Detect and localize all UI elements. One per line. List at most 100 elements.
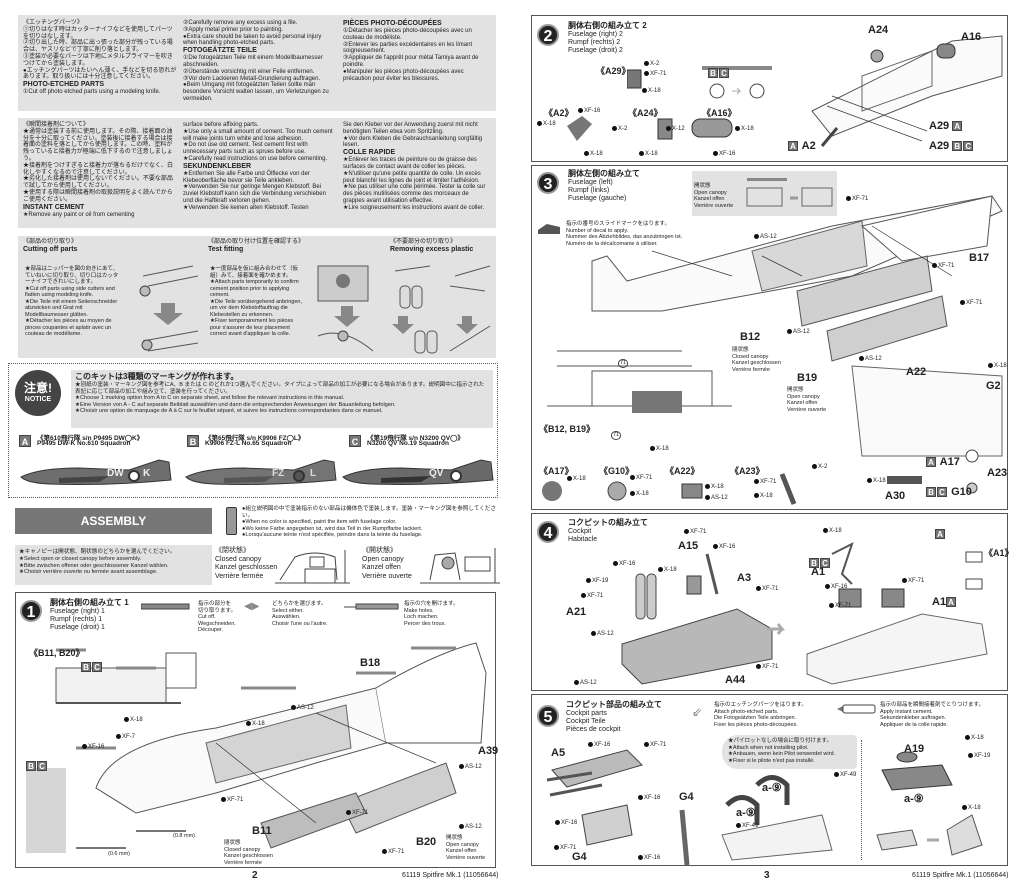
paint-label: XF-71 [684,529,706,535]
text-line: ★接着剤をつけすぎると接着力が落ちるだけでなく、白化しやすくなるので注意してくだ… [23,162,174,176]
text-line: ③Vor dem Lackieren Metall-Grundierung au… [183,75,321,82]
text-line: ★Attach when not installing pilot. [728,744,809,751]
notice-badge: 注意! NOTICE [15,370,61,416]
text-line: ★一度部品を仮に組み合わせて（仮組）みて、接着面を確かめます。 [210,266,299,279]
text-line: surface before affixing parts. [183,122,259,128]
text-line: ★Enlever les traces de peinture ou de gr… [343,157,477,170]
text-line: Cockpit parts [566,710,607,717]
text-line: ★Attach parts temporarily to confirm cem… [210,279,299,298]
photo-etched-en-1: ①Cut off photo etched parts using a mode… [23,89,161,96]
part-label: A44 [725,674,746,686]
text-line: ★Verwenden Sie nur geringe Mengen Klebst… [183,184,326,204]
text-line: ★Fixer temporairement les pièces pour s'… [210,318,294,337]
text-line: ★Cut off parts using side cutters and fl… [25,285,115,299]
fitting-title: Test fitting [208,245,244,253]
part-label: B17 [969,252,990,264]
option-letter-badge: C [963,141,974,151]
cutting-jp-title: 《部品の切り取り》 [23,239,78,245]
text-line: ★パイロットなしの場合に取り付けます。 [728,738,832,744]
text-block: ★Entfernen Sie alle Farbe und Ölflecke v… [183,171,336,212]
text-line: 胴体右側の組み立て 2 [568,21,647,30]
text-block: ①Détacher les pièces photo-découpées ave… [343,28,491,82]
text-line: Verrière ouverte [694,202,734,209]
text-line: Verrière ouverte [787,406,827,413]
part-label: B20 [416,836,437,848]
photo-etched-fr: PIÈCES PHOTO-DÉCOUPÉES ①Détacher les piè… [343,20,491,82]
paint-label: X-18 [735,126,754,132]
paint-label: X-18 [962,805,981,811]
text-line: Numéro de la décalcomanie à utiliser. [566,240,658,247]
text-line: Rumpf (links) [568,187,610,194]
notice-badge-jp: 注意! [24,381,52,395]
step-number: 5 [537,705,559,727]
part-label: A29 [929,120,950,132]
paint-label: AS-12 [859,356,882,362]
text-line: Habitacle [568,536,598,543]
text-line: ●Extra care should be taken to avoid per… [183,33,322,47]
text-line: ●Manipuler les pièces photo-découpées av… [343,68,464,82]
text-line: ②切り出した時、部品に出っ張った部分が残っている場合は、ヤスリなどで丁寧に削り落… [23,40,173,54]
paint-label: XF-16 [578,108,600,114]
option-badge-a: A [935,524,946,542]
text-line: ★Eine Version von A - C auf separate Bei… [75,401,396,408]
text-line: Open canopy [362,555,404,563]
text-line: ★劣化した接着剤は使用しないでください。不要な部品で試してから使用してください。 [23,176,173,190]
text-line: ★Die Teile mit einem Seitenschneider abz… [25,298,118,318]
text-line: Fuselage (gauche) [568,195,627,202]
removing-title: Removing excess plastic [390,245,474,253]
removing-illustration [392,265,491,354]
text-line: Fuselage (left) [568,179,613,186]
text-line: ●Wo keine Farbe angegeben ist, wird das … [242,525,423,532]
paint-label: X-18 [246,721,265,727]
text-line: ●エッチングパーツはたいへん薄く、手などを切る恐れがあります。取り扱いには十分注… [23,67,177,81]
canopy-note: ★キャノピーは開状態、閉状態のどちらかを選んでください。★Select open… [15,545,212,585]
text-line: Apply instant cement. [880,708,933,715]
paint-label: X-18 [537,121,556,127]
text-line: 指示のエッチングパーツをはります。 [714,702,807,708]
text-block: ★Enlever les traces de peinture ou de gr… [343,157,491,211]
page-number: 3 [764,870,770,881]
option-letter-badge: A [788,141,798,151]
notice-box: 注意! NOTICE このキットは3種類のマーキングが作れます。 ★別紙の塗装・… [8,363,498,498]
option-letter-badge: C [820,558,830,568]
part-label: A15 [678,540,699,552]
paint-label: AS-12 [291,705,314,711]
part-label: G4 [572,851,587,863]
text-line: 《開状態》 [362,547,397,554]
marking-option-a[interactable]: A 《第610飛行隊 s/n P9495 DW◯K》 P9495 DW-K No… [19,432,143,450]
marking-option-b[interactable]: B 《第65飛行隊 s/n K9906 FZ◯L》 K9906 FZ-L No.… [187,432,304,450]
option-letter: B [187,435,199,447]
marking-option-c[interactable]: C 《第19飛行隊 s/n N3200 QV◯》 N3200 QV No.19 … [349,432,464,450]
text-line: Closed canopy [732,353,769,360]
product-code: 61119 Spitfire Mk.1 (11056644) [402,872,499,879]
paint-label: XF-71 [221,797,243,803]
photo-etched-jp: 《エッチングパーツ》①切りはなす時はカッターナイフなどを使用してパーツを切りはな… [23,20,178,96]
fuselage-left-illustration [542,195,1003,505]
text-line: Make holes. [404,607,434,614]
text-line: Closed canopy [215,555,262,563]
text-line: ★Lire soigneusement les instructions ava… [343,204,485,211]
paint-label: XF-71 [644,742,666,748]
text-line: ②Enlever les parties excédentaires en le… [343,41,473,55]
option-letter-badge: A [952,121,963,131]
text-line: どちらかを選びます。 [272,601,327,607]
text-line: Cut off. [198,614,216,620]
text-block: ★一度部品を仮に組み合わせて（仮組）みて、接着面を確かめます。★Attach p… [210,266,305,338]
text-block: ★別紙の塗装・マーキング図を参考にA、B または C のどれか1つ選んでください… [75,382,489,415]
spitfire-profile-a: DW K [19,452,179,492]
text-line: ★Vor dem Kleben die Gebrauchsanleitung s… [343,135,483,149]
photo-etched-en-title: PHOTO-ETCHED PARTS [23,81,105,89]
notice-badge-en: NOTICE [24,396,52,403]
text-line: Fuselage (droit) 1 [50,624,105,631]
paint-label: AS-12 [574,680,597,686]
text-line: 閉状態 [732,347,749,353]
text-line: Open canopy [787,393,820,400]
part-label: A5 [551,747,566,759]
text-line: 開状態 [787,387,804,393]
instant-cement-notes: 《瞬間接着剤について》★通常は塗装する前に使用します。その際、接着面の油分を十分… [18,118,496,228]
step-number: 1 [20,600,42,622]
